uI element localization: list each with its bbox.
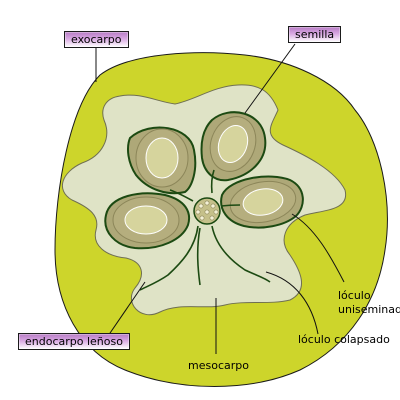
vascular-dot bbox=[199, 215, 205, 221]
seed-upper-left bbox=[127, 126, 197, 195]
vascular-dot bbox=[213, 209, 219, 215]
label-mesocarpo: mesocarpo bbox=[188, 359, 249, 372]
septum-line bbox=[210, 169, 215, 194]
embryo bbox=[145, 137, 179, 179]
septum-line bbox=[139, 225, 199, 291]
vascular-dot bbox=[198, 203, 204, 209]
seed-middle-right bbox=[220, 175, 304, 229]
label-loculo-line1: lóculo bbox=[338, 289, 371, 302]
label-exocarpo: exocarpo bbox=[64, 31, 129, 48]
label-semilla: semilla bbox=[288, 26, 342, 43]
label-loculo-line2: uniseminado bbox=[338, 303, 400, 316]
septum-line bbox=[220, 204, 241, 207]
septum-line bbox=[196, 227, 201, 286]
leader-lines bbox=[95, 43, 345, 354]
label-loculo-uniseminado: lóculo uniseminado bbox=[338, 289, 400, 317]
seed-upper-right bbox=[200, 111, 267, 182]
vascular-dot bbox=[209, 215, 215, 221]
embryo bbox=[217, 125, 249, 163]
embryo bbox=[242, 188, 284, 216]
vascular-dot bbox=[195, 209, 201, 215]
seed-middle-left bbox=[104, 192, 190, 250]
collapsed-locules bbox=[139, 169, 271, 291]
label-endocarpo-lenoso: endocarpo leñoso bbox=[18, 333, 130, 350]
central-axis bbox=[193, 197, 221, 225]
vascular-dot bbox=[204, 200, 210, 206]
leader-semilla bbox=[244, 43, 296, 114]
vascular-dot bbox=[204, 209, 210, 215]
leader-loculo-colapsado bbox=[265, 271, 319, 335]
septum-line bbox=[211, 225, 271, 283]
leader-loculo bbox=[291, 213, 345, 283]
label-loculo-colapsado: lóculo colapsado bbox=[298, 333, 390, 346]
leader-endocarpo bbox=[107, 281, 146, 337]
vascular-dot bbox=[210, 203, 216, 209]
embryo bbox=[124, 205, 168, 235]
septum-line bbox=[169, 189, 194, 202]
